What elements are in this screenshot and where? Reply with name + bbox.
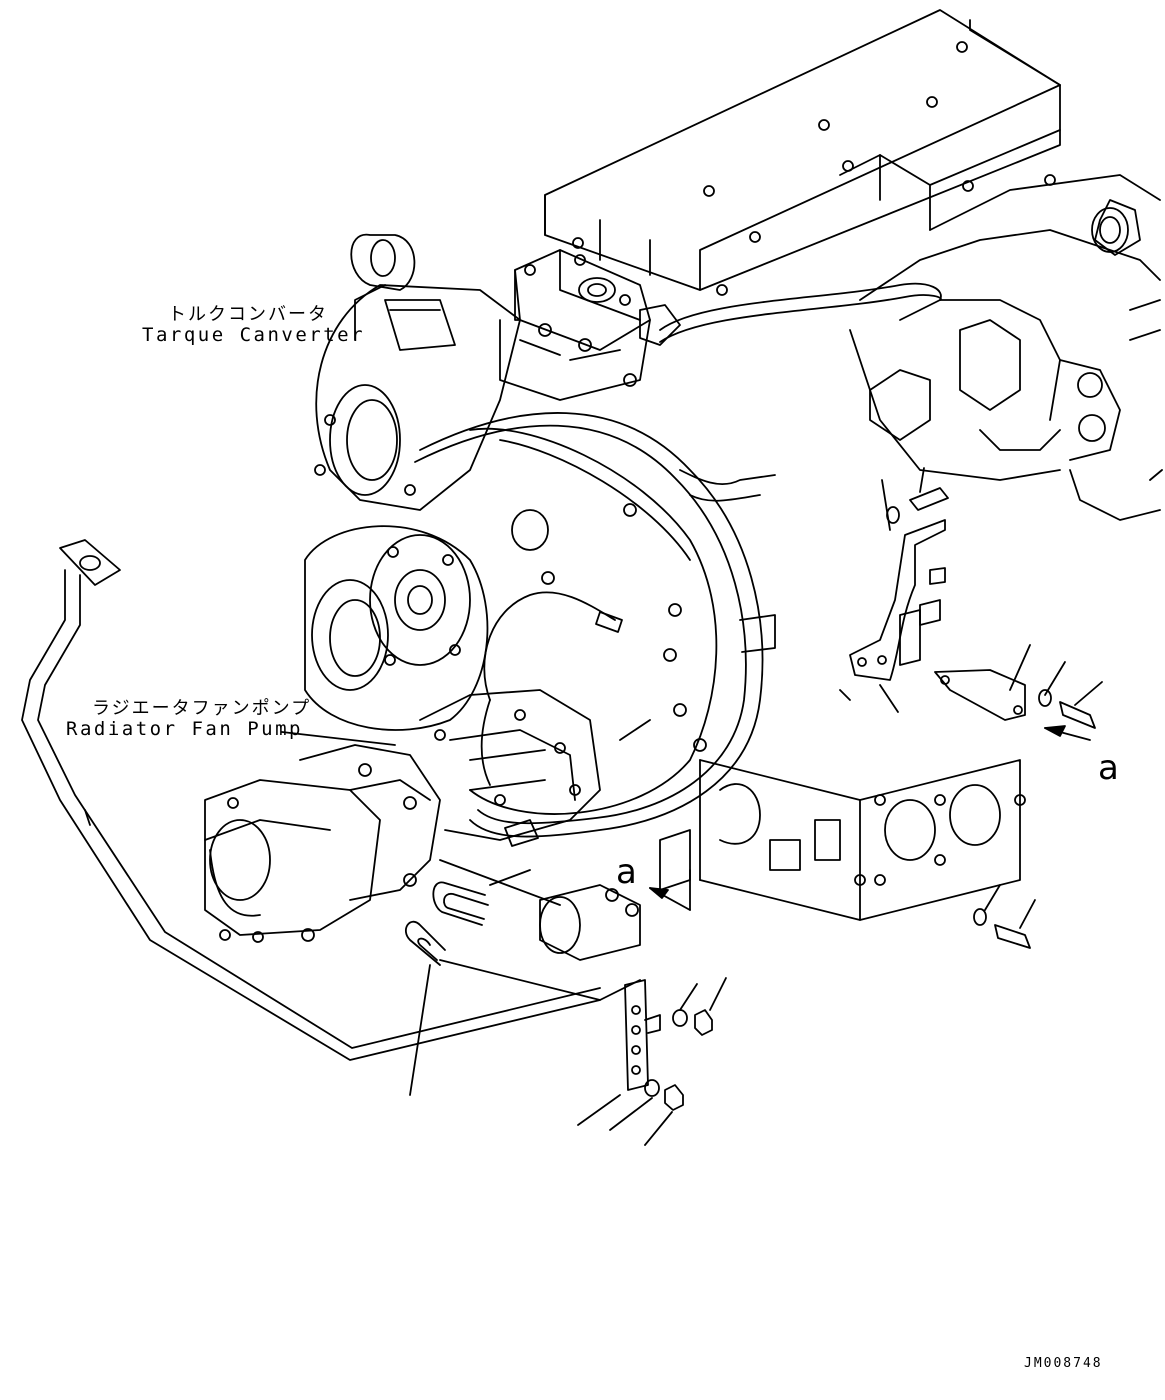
drawing-code: JM008748 bbox=[1024, 1356, 1103, 1371]
fan-pump-label-jp: ラジエータファンポンプ bbox=[92, 698, 312, 719]
torque-converter-label-en: Tarque Canverter bbox=[142, 324, 366, 346]
engine-block-right bbox=[849, 174, 1163, 521]
valve-block bbox=[499, 249, 651, 401]
view-a-callout-right: a bbox=[1098, 748, 1119, 788]
engine-head bbox=[544, 9, 1061, 296]
view-arrows bbox=[649, 725, 1091, 911]
torque-converter-housing bbox=[314, 234, 521, 511]
wiring-harness bbox=[480, 591, 623, 786]
radiator-pipe bbox=[21, 539, 641, 1061]
fan-pump-label-en: Radiator Fan Pump bbox=[66, 718, 303, 740]
leader-lines bbox=[281, 467, 1103, 1146]
view-a-callout-center: a bbox=[616, 852, 637, 892]
hydraulic-hose bbox=[414, 412, 776, 847]
u-bolts bbox=[405, 881, 489, 966]
upper-hose bbox=[639, 282, 942, 346]
torque-converter-label-jp: トルクコンバータ bbox=[168, 304, 328, 325]
hardware bbox=[644, 487, 1096, 1111]
frame-crossmember bbox=[659, 759, 1026, 921]
pipe-support-strap bbox=[624, 979, 661, 1091]
transmission-housing bbox=[469, 427, 718, 815]
pipe-clamp bbox=[439, 859, 641, 961]
mounting-bracket bbox=[849, 519, 1026, 721]
